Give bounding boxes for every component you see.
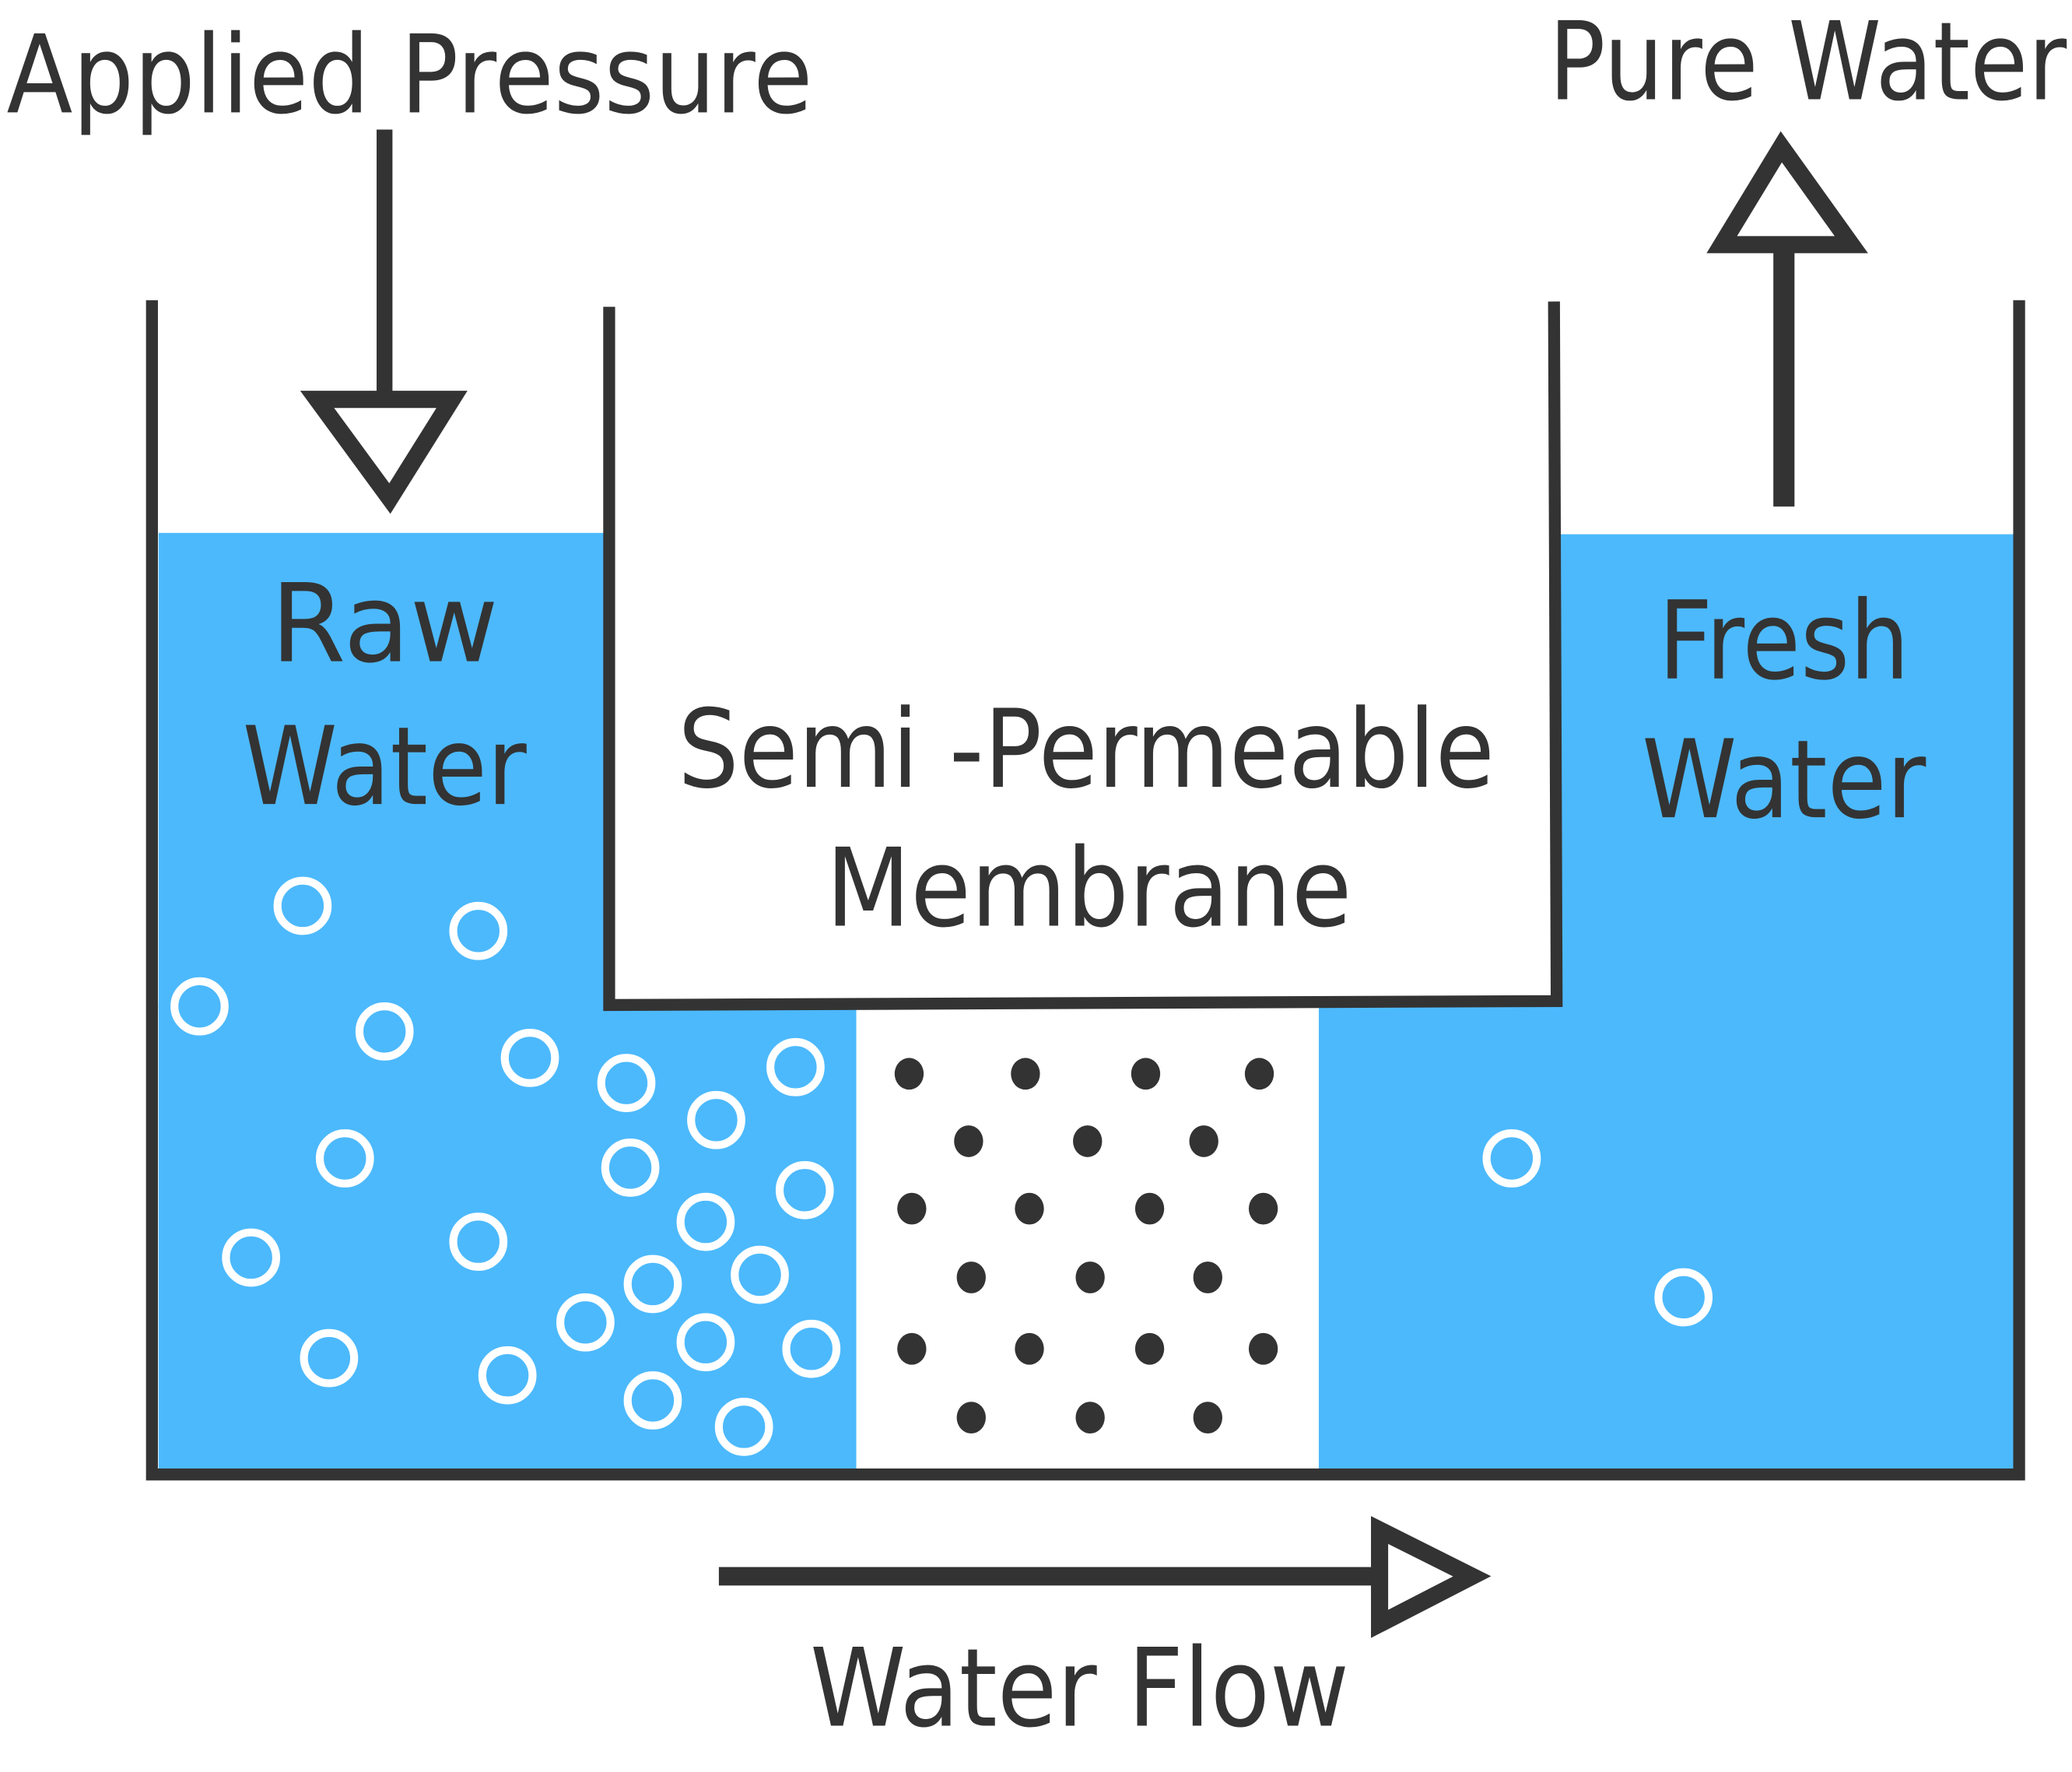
membrane-pore-dot-icon [897,1192,927,1225]
water-molecule-icon [478,1346,537,1405]
water-molecule-icon [623,1371,682,1430]
membrane-pore-dot-icon [954,1125,983,1157]
membrane-pore-dot-icon [1075,1402,1105,1433]
water-molecule-icon [601,1139,660,1197]
water-molecule-icon [222,1228,281,1287]
membrane-pore-dot-icon [1011,1058,1040,1090]
water-molecule-icon [775,1160,834,1219]
membrane-pore-dot-icon [1131,1058,1161,1090]
inner-chamber [603,301,1563,1012]
water-molecule-icon [300,1328,359,1388]
raw-water-lower [158,1005,857,1471]
water-molecule-icon [449,1212,508,1271]
water-molecule-icon [731,1245,789,1304]
water-molecule-icon [676,1192,735,1251]
water-molecule-icon [1482,1129,1541,1188]
water-regions [158,532,2015,1471]
pure-water-arrow-icon [1706,131,1868,507]
raw-water-label-line1: Raw [271,561,499,687]
fresh-water-lower [1318,1005,2015,1471]
water-molecule-icon [449,901,508,960]
membrane-pore-dot-icon [1248,1192,1278,1225]
membrane-zone [856,1010,1319,1471]
particles [170,876,1713,1456]
water-molecule-icon [687,1090,745,1149]
water-molecule-icon [1654,1268,1713,1327]
water-molecule-icon [714,1398,773,1456]
water-molecule-icon [170,977,229,1036]
membrane-pore-dot-icon [1073,1125,1103,1157]
water-molecule-icon [273,876,332,935]
membrane-pore-dot-icon [956,1402,986,1433]
membrane-pore-dot-icon [1193,1261,1222,1293]
membrane-pore-dot-icon [1244,1058,1274,1090]
membrane-pore-dot-icon [1015,1332,1044,1365]
membrane-pore-dot-icon [897,1332,927,1365]
membrane-label-line2: Membrane [826,825,1352,951]
water-molecule-icon [556,1293,615,1352]
outer-tank [145,300,2025,1481]
water-molecule-icon [676,1313,735,1372]
water-molecule-icon [597,1054,656,1113]
membrane-pore-dot-icon [1015,1192,1044,1225]
fresh-water-label-line1: Fresh [1658,578,1909,704]
applied-pressure-arrow-icon [300,129,468,514]
tank-outline [145,300,2025,1481]
membrane-pore-dot-icon [1075,1261,1105,1293]
fresh-water-label-line2: Water [1642,717,1927,843]
membrane-pore-dot-icon [1248,1332,1278,1365]
water-molecule-icon [623,1254,682,1314]
membrane-pore-dot-icon [956,1261,986,1293]
membrane-pore-dot-icon [1134,1192,1165,1225]
water-molecule-icon [766,1037,825,1097]
membrane-pore-dot-icon [1134,1332,1165,1365]
pure-water-label: Pure Water [1548,0,2067,125]
water-molecule-icon [355,1002,414,1061]
water-molecule-icon [315,1129,374,1188]
fresh-water-upper [1559,534,2015,1011]
water-flow-arrow-icon [718,1516,1492,1638]
water-molecule-icon [500,1029,559,1087]
water-molecule-icon [782,1319,841,1378]
applied-pressure-label: Applied Pressure [6,12,812,138]
membrane-pore-dot-icon [1193,1402,1222,1433]
water-flow-label: Water Flow [810,1625,1349,1751]
membrane-pore-dot-icon [894,1058,924,1090]
raw-water-upper [158,532,608,1009]
membrane-pore-dot-icon [1189,1125,1218,1157]
raw-water-label-line2: Water [243,704,528,830]
membrane-label-line1: Semi -Permeable [678,686,1495,812]
